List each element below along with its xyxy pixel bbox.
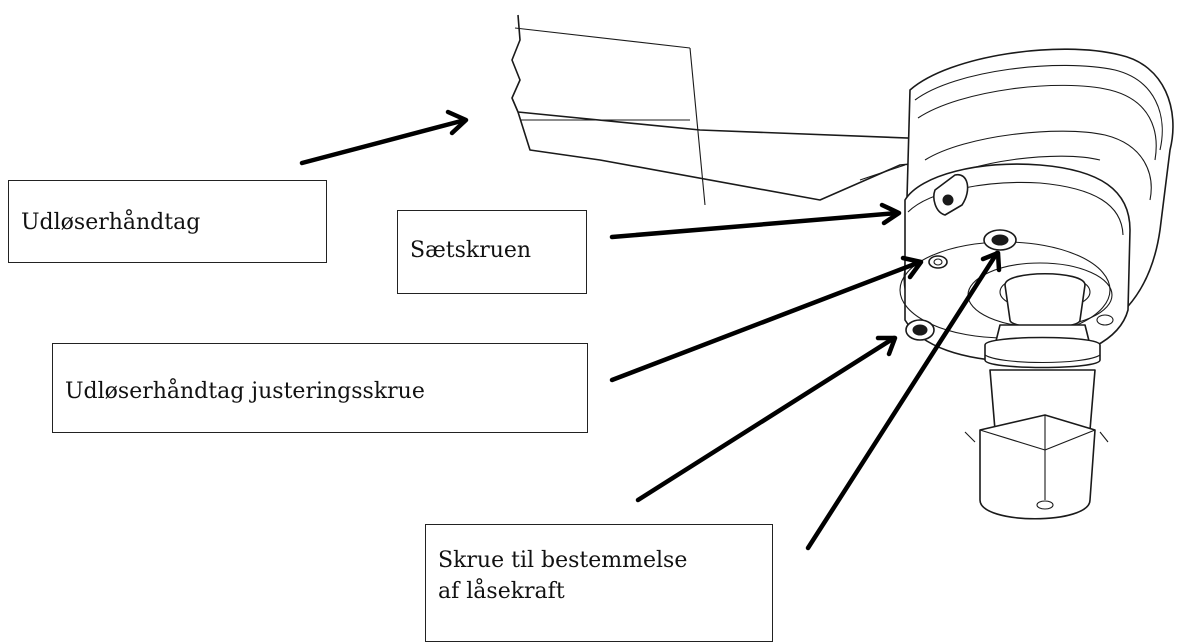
release-handle-label: Udløserhåndtag — [8, 180, 327, 263]
set-screw-label: Sætskruen — [397, 210, 587, 294]
adjustment-screw-label: Udløserhåndtag justeringsskrue — [52, 343, 588, 433]
arrow-set-screw — [609, 210, 901, 240]
locking-force-screw-text-line2: af låsekraft — [438, 579, 565, 604]
locking-force-screw-text-line1: Skrue til bestemmelse — [438, 548, 688, 573]
release-handle-drawing — [511, 14, 961, 206]
arrow-locking-screw-1 — [635, 335, 897, 503]
arrow-release-handle — [299, 117, 468, 166]
adjustment-screw-text: Udløserhåndtag justeringsskrue — [65, 379, 425, 404]
arrows — [299, 109, 1002, 551]
arrow-adjustment-screw — [609, 259, 923, 383]
shaft-drawing — [964, 273, 1109, 520]
face-screws-drawing — [905, 229, 1017, 341]
release-handle-text: Udløserhåndtag — [21, 210, 201, 235]
arrow-locking-screw-2 — [805, 250, 1000, 551]
locking-force-screw-label: Skrue til bestemmelse af låsekraft — [425, 524, 773, 642]
set-screw-text: Sætskruen — [410, 238, 532, 263]
set-screw-drawing — [933, 174, 969, 216]
